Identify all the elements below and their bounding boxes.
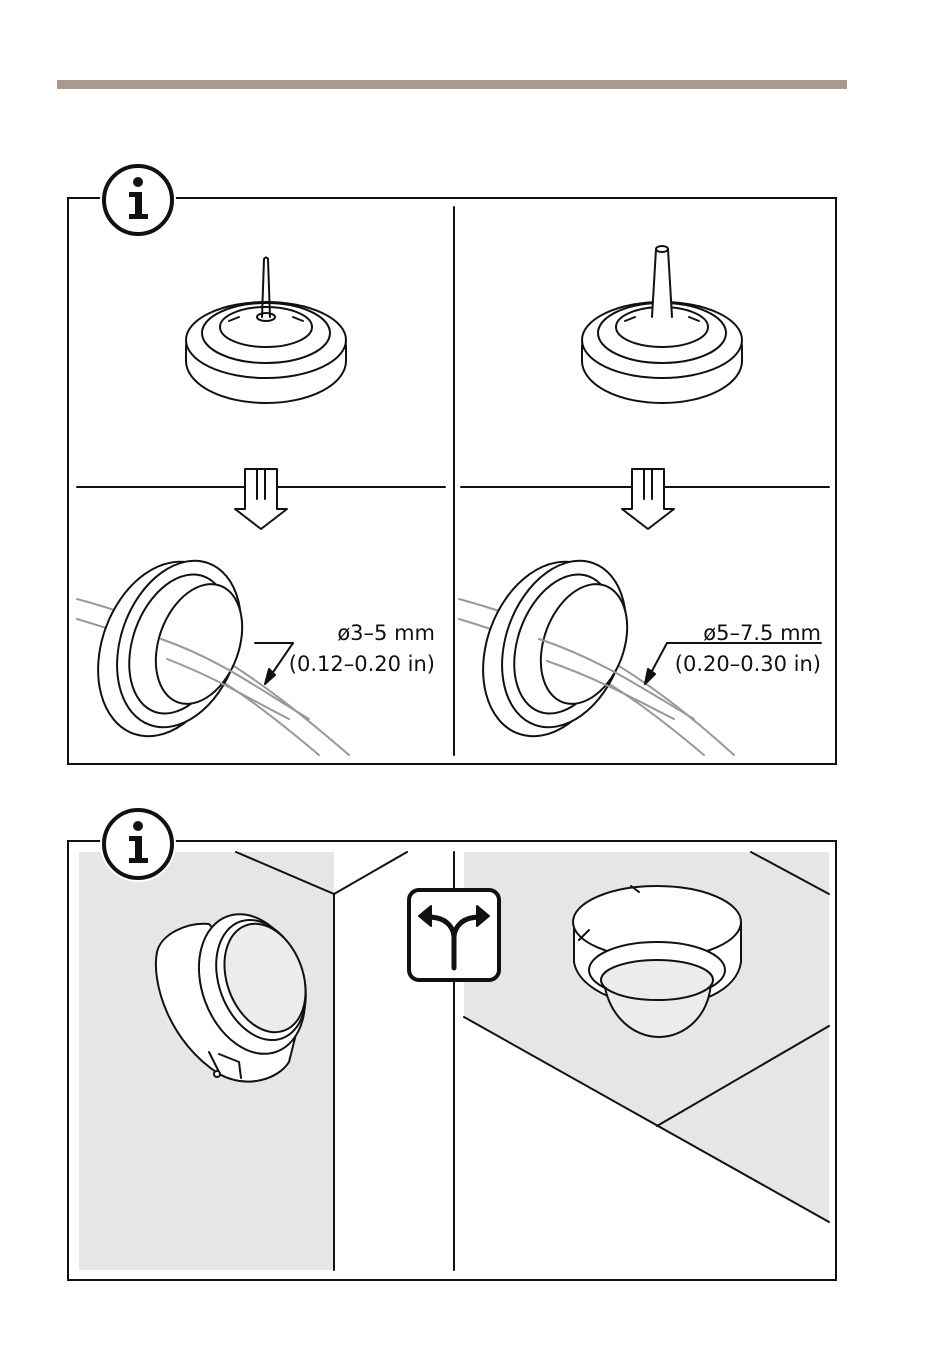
down-arrow-icon: [622, 469, 674, 529]
top-accent-rule: [57, 80, 847, 89]
down-arrow-icon: [235, 469, 287, 529]
accent-bar: [57, 80, 847, 89]
info-icon: [100, 806, 176, 882]
small-cable-inch-label: (0.12–0.20 in): [289, 654, 435, 675]
grommet-illustration: [69, 199, 835, 763]
mounting-illustration: [69, 842, 835, 1279]
small-cable-diameter-label: ø3–5 mm: [337, 623, 435, 644]
mounting-info-panel: [67, 840, 837, 1281]
grommet-small-side-view: [75, 543, 349, 755]
grommet-small-top-view: [186, 258, 346, 404]
grommet-large-side-view: [459, 543, 821, 755]
grommet-large-top-view: [582, 246, 742, 403]
large-cable-diameter-label: ø5–7.5 mm: [703, 623, 821, 644]
large-cable-inch-label: (0.20–0.30 in): [675, 654, 821, 675]
grommet-info-panel: ø3–5 mm (0.12–0.20 in) ø5–7.5 mm (0.20–0…: [67, 197, 837, 765]
info-icon: [100, 162, 176, 238]
fork-arrows-icon: [409, 890, 499, 980]
